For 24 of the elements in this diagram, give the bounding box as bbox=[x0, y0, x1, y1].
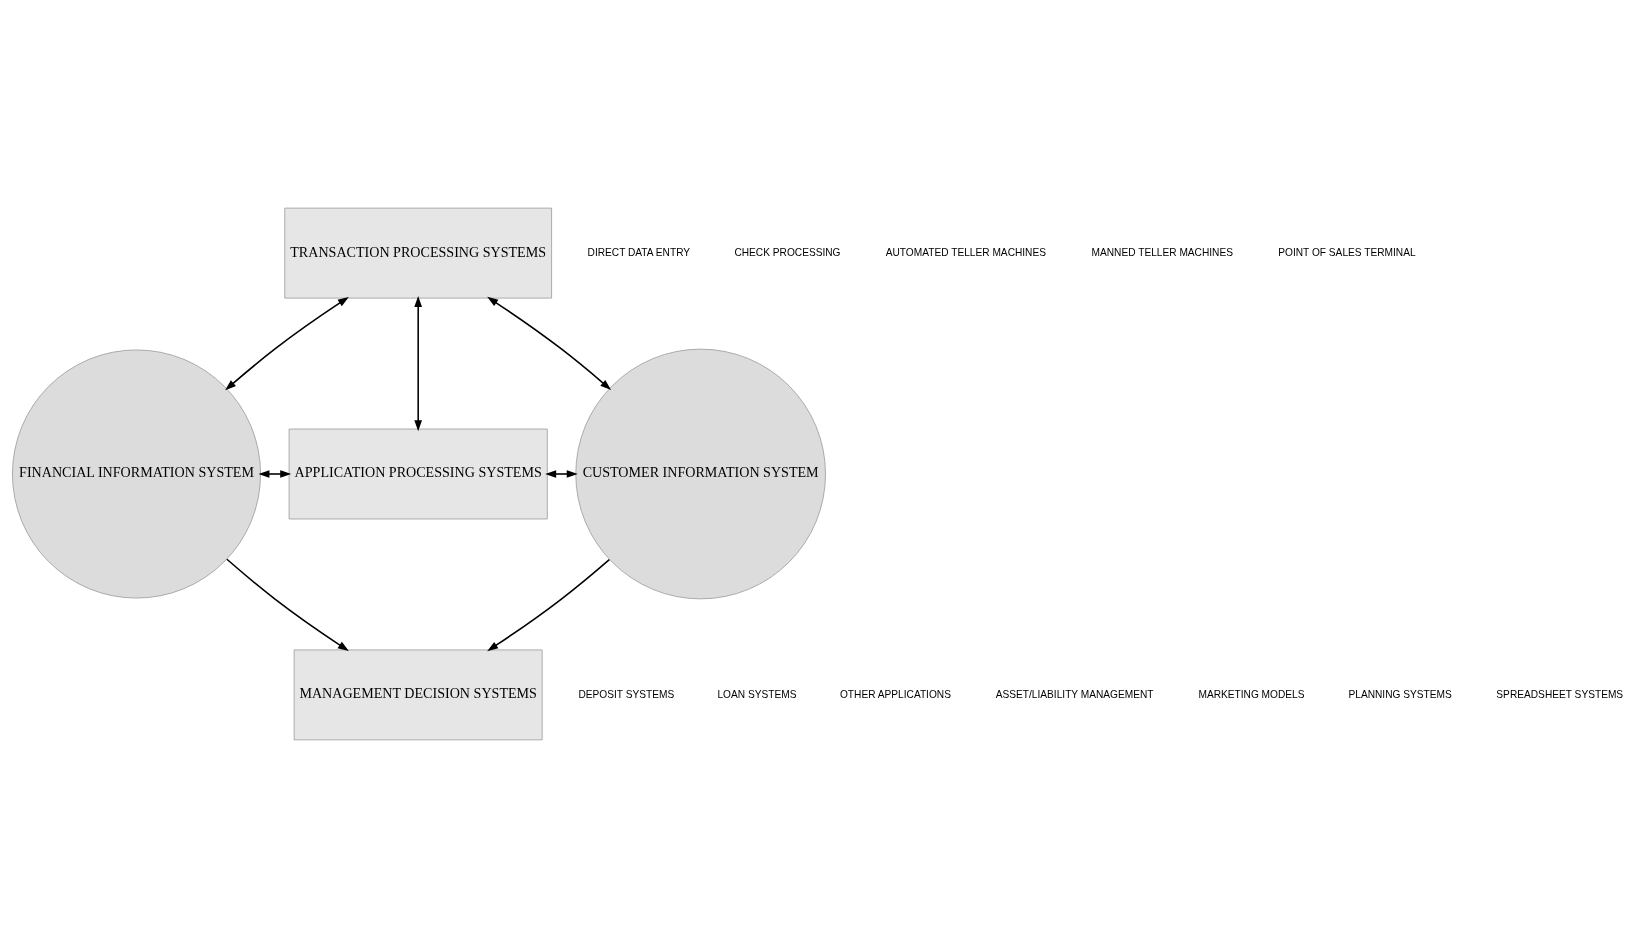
arrow bbox=[225, 296, 349, 390]
label: MARKETING MODELS bbox=[1198, 688, 1305, 700]
node-circle: CUSTOMER INFORMATION SYSTEM bbox=[575, 348, 826, 599]
label: DEPOSIT SYSTEMS bbox=[578, 688, 675, 700]
label: CHECK PROCESSING bbox=[734, 246, 841, 258]
label: OTHER APPLICATIONS bbox=[839, 688, 951, 700]
label: ASSET/LIABILITY MANAGEMENT bbox=[995, 688, 1154, 700]
arrow bbox=[487, 558, 611, 651]
node-box: APPLICATION PROCESSING SYSTEMS bbox=[288, 428, 548, 519]
node-box: TRANSACTION PROCESSING SYSTEMS bbox=[284, 207, 552, 298]
arrow bbox=[414, 295, 422, 431]
node-circle: FINANCIAL INFORMATION SYSTEM bbox=[12, 349, 261, 598]
arrow bbox=[487, 296, 612, 390]
node-box: MANAGEMENT DECISION SYSTEMS bbox=[293, 649, 543, 740]
label: AUTOMATED TELLER MACHINES bbox=[885, 246, 1047, 258]
label: POINT OF SALES TERMINAL bbox=[1278, 246, 1416, 258]
arrow bbox=[226, 557, 349, 651]
arrow bbox=[258, 469, 292, 478]
label: MANNED TELLER MACHINES bbox=[1091, 246, 1234, 258]
label: PLANNING SYSTEMS bbox=[1348, 688, 1452, 700]
arrow bbox=[545, 469, 578, 478]
label: LOAN SYSTEMS bbox=[717, 688, 797, 700]
label: DIRECT DATA ENTRY bbox=[587, 246, 691, 258]
label: SPREADSHEET SYSTEMS bbox=[1496, 688, 1624, 700]
